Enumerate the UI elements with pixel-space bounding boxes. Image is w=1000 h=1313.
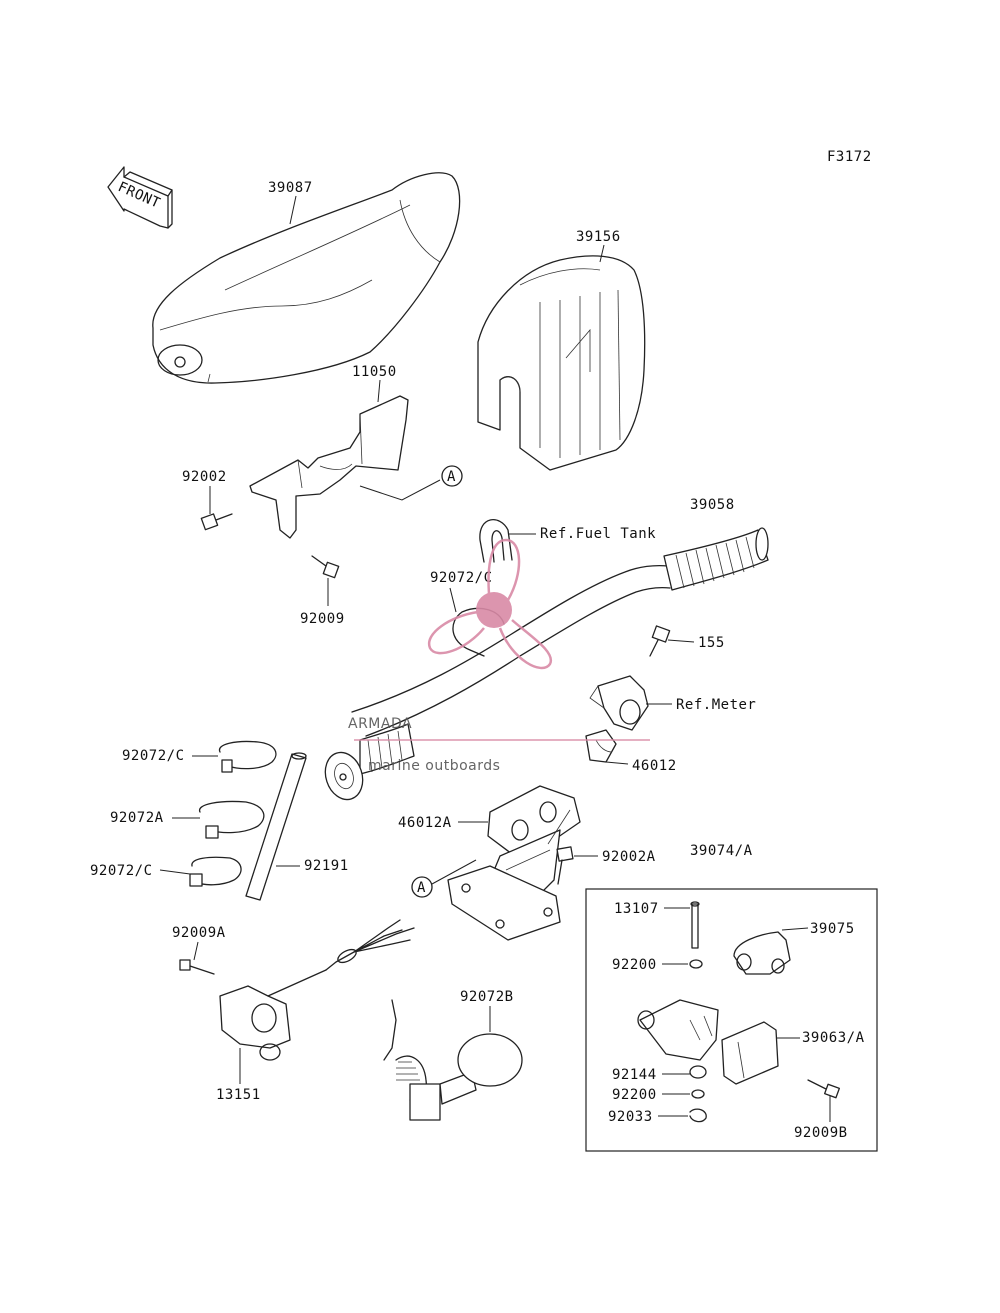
detail-box	[585, 888, 878, 1152]
circlip-92033	[689, 1108, 707, 1123]
front-arrow-icon: FRONT	[107, 166, 173, 229]
label-39075: 39075	[810, 921, 855, 937]
label-92072b: 92072B	[460, 989, 514, 1005]
lever-39075	[733, 931, 791, 975]
ref-fuel-tank-label: Ref.Fuel Tank	[540, 526, 656, 542]
spring-92144	[689, 1065, 707, 1079]
label-92072c-upper: 92072/C	[430, 570, 493, 586]
pin-13107	[690, 901, 700, 949]
lanyard-92072b	[383, 999, 523, 1121]
washer-92200-upper	[689, 959, 703, 969]
throttle-body	[637, 999, 719, 1061]
label-92200-lower: 92200	[612, 1087, 657, 1103]
handlebar-39058	[324, 527, 769, 801]
bolt-92009a	[179, 959, 215, 975]
label-92191: 92191	[304, 858, 349, 874]
cover-39063a	[721, 1021, 779, 1085]
clamp-92072a	[199, 800, 265, 839]
holder-46012a	[447, 785, 581, 941]
label-92009b: 92009B	[794, 1125, 848, 1141]
label-92002: 92002	[182, 469, 227, 485]
watermark-brand: ARMADA	[348, 716, 412, 732]
label-39087: 39087	[268, 180, 313, 196]
label-39058: 39058	[690, 497, 735, 513]
bellows-boot-39156	[477, 255, 646, 471]
label-92072a: 92072A	[110, 810, 164, 826]
watermark-tagline: marine outboards	[368, 758, 500, 774]
label-92033: 92033	[608, 1109, 653, 1125]
tube-92191	[245, 753, 307, 901]
switch-13151	[219, 919, 415, 1061]
label-39063a: 39063/A	[802, 1030, 865, 1046]
washer-92200-lower	[691, 1089, 705, 1099]
figure-code: F3172	[827, 149, 872, 165]
label-13151: 13151	[216, 1087, 261, 1103]
bolt-92002a	[556, 846, 574, 885]
label-13107: 13107	[614, 901, 659, 917]
callout-a-upper: A	[447, 469, 456, 485]
label-92009: 92009	[300, 611, 345, 627]
label-92072c-low: 92072/C	[90, 863, 153, 879]
bolt-92009b	[807, 1079, 840, 1099]
fuel-tank-hose	[479, 519, 513, 563]
label-39074a: 39074/A	[690, 843, 753, 859]
label-92072c-left: 92072/C	[122, 748, 185, 764]
label-92009a: 92009A	[172, 925, 226, 941]
label-92144: 92144	[612, 1067, 657, 1083]
label-46012: 46012	[632, 758, 677, 774]
label-92002a: 92002A	[602, 849, 656, 865]
ref-meter-label: Ref.Meter	[676, 697, 756, 713]
bolt-92002	[200, 513, 233, 531]
clamp-92072c-left	[218, 740, 277, 773]
label-11050: 11050	[352, 364, 397, 380]
propeller-logo-icon	[427, 538, 553, 670]
meter-mount	[589, 675, 649, 731]
handlebar-cover-39087	[152, 172, 461, 384]
clamp-92072c-low	[189, 856, 242, 887]
callout-a-lower: A	[417, 880, 426, 896]
clamp-46012	[585, 729, 617, 763]
bolt-155	[649, 625, 671, 657]
bracket-11050	[249, 395, 409, 539]
watermark: ARMADA marine outboards	[348, 538, 650, 774]
label-92200-upper: 92200	[612, 957, 657, 973]
bolt-92009	[311, 555, 340, 579]
label-46012a: 46012A	[398, 815, 452, 831]
label-39156: 39156	[576, 229, 621, 245]
label-155: 155	[698, 635, 725, 651]
